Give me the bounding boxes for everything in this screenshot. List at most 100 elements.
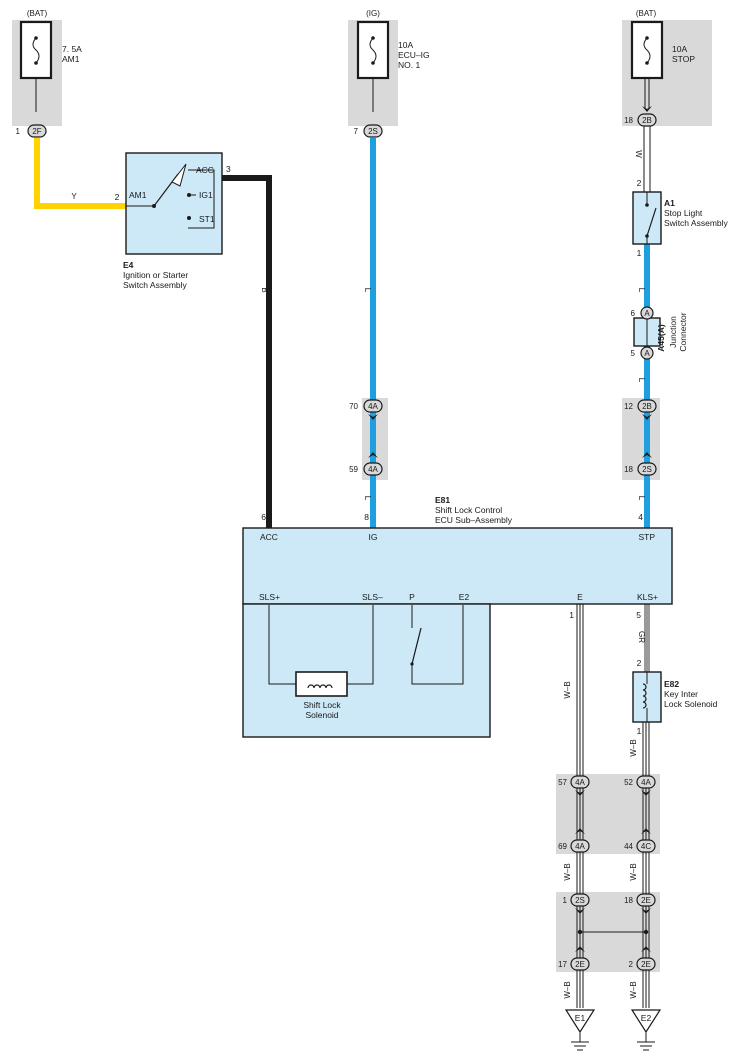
e82-name-line2: Lock Solenoid [664,699,718,709]
svg-text:2F: 2F [32,127,41,136]
ignition-switch-e4 [125,152,223,255]
arrow-2s-18 [642,452,652,458]
shift-lock-ecu-e81 [242,527,673,738]
connector-4a-57: 4A [570,775,590,789]
fuse-am1-name: AM1 [62,54,80,64]
connector-a-5-code: A [644,349,650,358]
wire-label-l-1: L [363,288,372,293]
arrow-2b-12 [642,414,652,420]
a1-pin-1: 1 [637,248,642,258]
e81-p-label: P [409,592,415,602]
connector-4a-59-pin: 59 [349,465,358,474]
svg-text:2S: 2S [575,896,585,905]
connector-2f: 2F [27,124,47,138]
supply-ig: (IG) [366,9,380,18]
wire-label-wb-1: W–B [563,681,572,698]
supply-bat-1: (BAT) [27,9,48,18]
connector-2b-12: 2B [637,399,657,413]
connector-4c-44-pin: 44 [624,842,633,851]
svg-text:4A: 4A [368,465,378,474]
e81-name-line2: ECU Sub–Assembly [435,515,513,525]
arrow-4a-59 [368,452,378,458]
connector-4a-70: 4A [363,399,383,413]
a1-pin-2: 2 [637,178,642,188]
arrow-2e-18 [641,908,651,914]
wire-label-y: Y [71,192,77,201]
connector-2e-2: 2E [636,957,656,971]
junction-connector-a45 [633,306,661,360]
connector-4a-52-pin: 52 [624,778,633,787]
e4-pin-3: 3 [226,164,231,174]
e4-code: E4 [123,260,134,270]
fuse-stop-rating: 10A [672,44,687,54]
ground-e1-label: E1 [575,1013,586,1023]
splice-dot-right [643,929,649,935]
connector-2e-2-pin: 2 [629,960,634,969]
e81-acc-label: ACC [260,532,278,542]
e81-stp-label: STP [638,532,655,542]
svg-text:2E: 2E [641,896,651,905]
fuse-ecu-ig-name1: ECU–IG [398,50,430,60]
e81-kls-plus-label: KLS+ [637,592,658,602]
wire-label-l-5: L [637,496,646,501]
e4-name-line2: Switch Assembly [123,280,188,290]
ground-e2-label: E2 [641,1013,652,1023]
svg-text:4C: 4C [641,842,651,851]
wire-y-yellow [34,138,126,209]
e81-ig-label: IG [369,532,378,542]
e4-am1-label: AM1 [129,190,147,200]
fuse-am1-rating: 7. 5A [62,44,82,54]
arrow-4a-52 [641,790,651,796]
e4-acc-label: ACC [196,165,214,175]
wire-label-wb-5: W–B [563,981,572,998]
connector-arrows [368,106,652,952]
splice-dot-left [577,929,583,935]
arrow-4a-70 [368,414,378,420]
connector-2s-18: 2S [637,462,657,476]
connector-2b-top-pin: 18 [624,116,633,125]
fuse-stop [630,20,664,80]
arrow-4a-69 [575,828,585,834]
svg-text:2E: 2E [641,960,651,969]
connector-4a-57-pin: 57 [558,778,567,787]
connector-a-6-pin: 6 [631,309,636,318]
wire-label-w: W [634,150,643,158]
shift-lock-solenoid-line2: Solenoid [305,710,338,720]
wire-w-white [643,126,651,192]
arrow-4c-44 [641,828,651,834]
wire-label-b: B [260,287,269,292]
e4-name-line1: Ignition or Starter [123,270,188,280]
e82-pin-2: 2 [637,658,642,668]
svg-text:2S: 2S [642,465,652,474]
e81-e-label: E [577,592,583,602]
connector-2f-pin: 1 [16,127,21,136]
e81-e2-label: E2 [459,592,470,602]
svg-text:2B: 2B [642,402,652,411]
connector-4c-44: 4C [636,839,656,853]
e81-name-line1: Shift Lock Control [435,505,502,515]
svg-text:2S: 2S [368,127,378,136]
wire-label-wb-2: W–B [629,739,638,756]
connector-2s-top: 2S [363,124,383,138]
e82-pin-1: 1 [637,726,642,736]
e81-pin-8: 8 [364,512,369,522]
fuse-ecu-ig [356,20,390,80]
connector-2e-18: 2E [636,893,656,907]
e82-code: E82 [664,679,679,689]
key-interlock-solenoid-e82 [632,671,662,723]
stop-light-switch-a1 [632,191,662,245]
ground-e2 [630,1009,662,1051]
e81-pin-4: 4 [638,512,643,522]
fuse-ecu-ig-rating: 10A [398,40,413,50]
svg-text:4A: 4A [641,778,651,787]
svg-text:4A: 4A [368,402,378,411]
connector-2s-1-pin: 1 [563,896,568,905]
connector-2e-17: 2E [570,957,590,971]
wire-label-wb-6: W–B [629,981,638,998]
connector-2s-top-pin: 7 [354,127,359,136]
connector-2e-17-pin: 17 [558,960,567,969]
arrow-2e-17 [575,946,585,952]
e81-pin-1: 1 [569,610,574,620]
wire-wb-e [576,604,584,1008]
fuse-stop-name: STOP [672,54,695,64]
